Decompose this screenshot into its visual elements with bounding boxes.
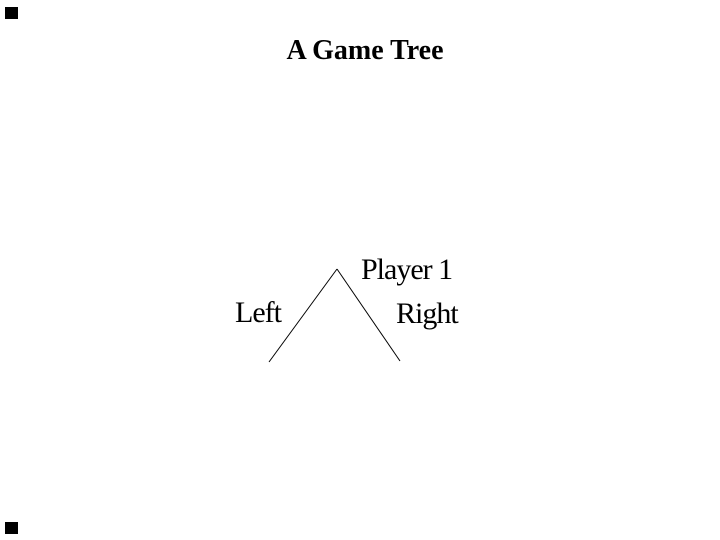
tree-branch-left-label: Left xyxy=(235,296,282,329)
tree-branch-left-line xyxy=(268,268,338,363)
scan-artifact-top-left xyxy=(5,7,18,19)
tree-root-node-label: Player 1 xyxy=(361,253,453,286)
tree-branch-right-line xyxy=(336,268,401,362)
page-title: A Game Tree xyxy=(286,35,444,66)
scan-artifact-bottom-left xyxy=(5,522,18,534)
tree-branch-right-label: Right xyxy=(396,297,459,330)
